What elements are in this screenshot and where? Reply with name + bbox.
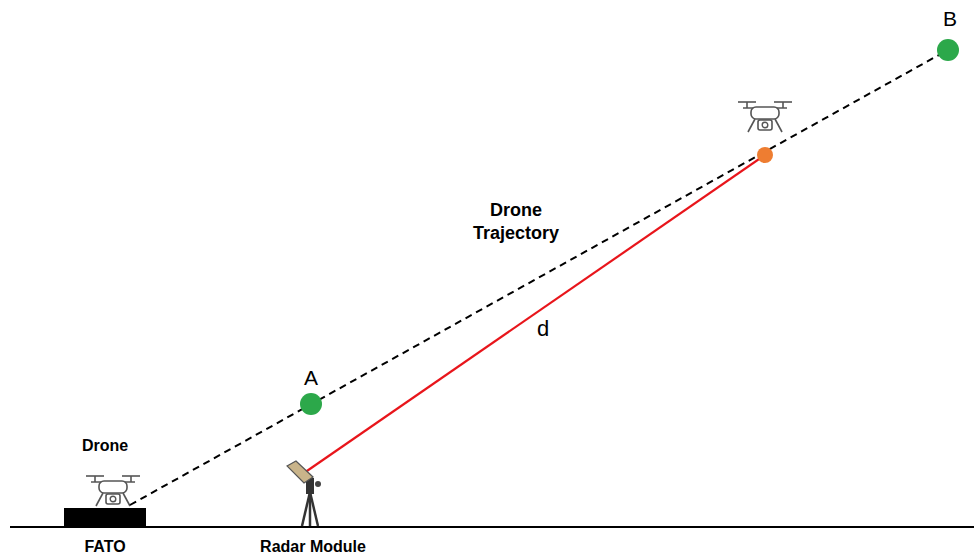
drone-position-dot [757,147,773,163]
object-label: Drone [82,436,128,457]
object-label: FATO [84,537,125,558]
waypoint-dot [937,39,959,61]
fato-pad [64,508,146,527]
point-label: B [943,5,957,32]
distance-line [304,155,765,473]
point-label: A [304,364,318,391]
waypoint-dot [300,393,322,415]
trajectory-label: Drone Trajectory [461,199,571,246]
object-label: Radar Module [260,537,366,558]
distance-label: d [537,315,549,344]
drone-icon [738,102,792,132]
radar-symbol [287,461,321,526]
trajectory-line [130,51,946,505]
drone-icon [86,476,140,506]
ground-line [10,526,974,528]
